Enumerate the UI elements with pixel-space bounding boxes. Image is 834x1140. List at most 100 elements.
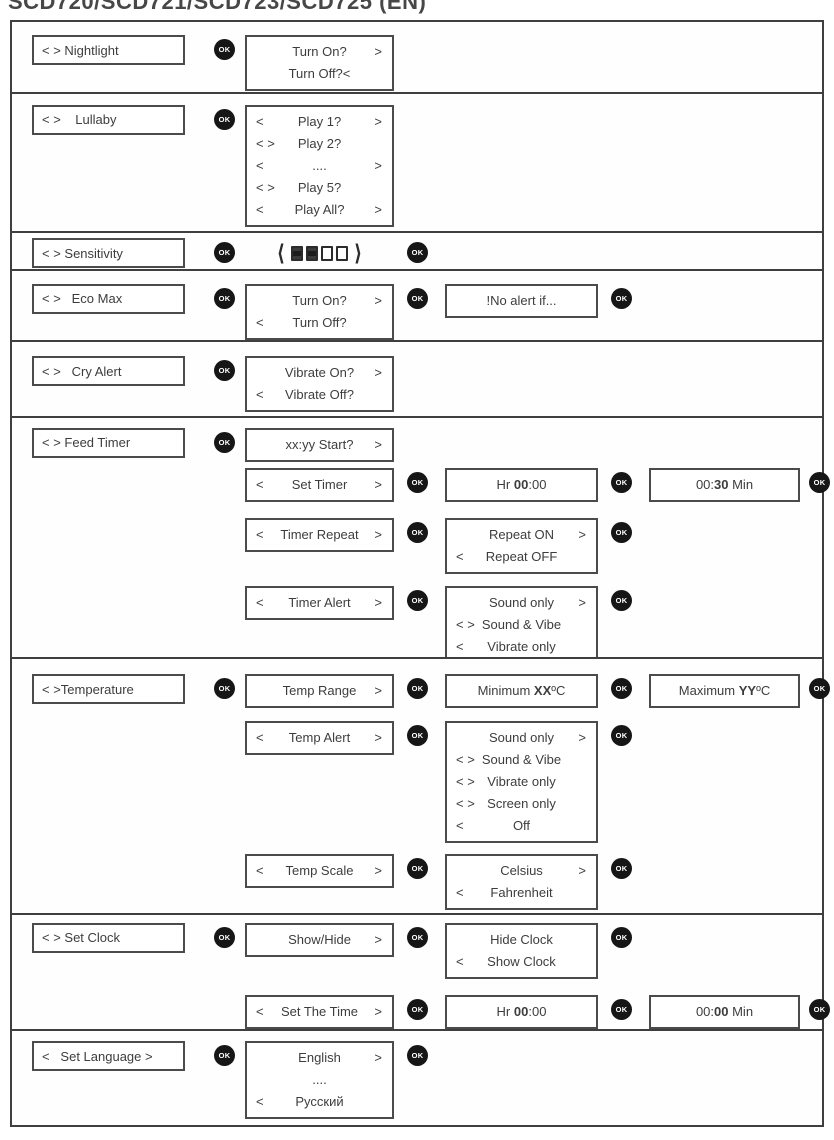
option-line: 00:00 Min	[651, 1001, 798, 1023]
left-arrow-marker: < >	[256, 135, 275, 151]
right-arrow-marker: >	[374, 1050, 382, 1065]
option-line: <Play All?>	[247, 199, 392, 221]
left-arrow-marker: <	[456, 953, 464, 969]
option-label-part: Maximum	[678, 683, 739, 698]
option-label: Turn On?	[292, 44, 347, 59]
ok-button: OK	[407, 1045, 428, 1066]
ok-button: OK	[809, 471, 830, 493]
option-line: < > Sound & Vibe	[447, 749, 596, 771]
options-box: Repeat ON><Repeat OFF	[445, 517, 598, 574]
left-arrow-marker: <	[256, 730, 264, 745]
option-label: !No alert if...	[486, 292, 557, 308]
option-line: Sound only>	[447, 727, 596, 749]
option-label-part: Minimum	[477, 683, 534, 698]
menu-box-set-clock: < > Set Clock	[32, 922, 185, 953]
ok-button: OK	[809, 678, 830, 699]
menu-box-cry-alert: < > Cry Alert	[32, 356, 185, 386]
level-block-empty-icon	[336, 245, 348, 261]
option-label-part: 00	[714, 1003, 729, 1019]
options-box: <Temp Alert>	[245, 721, 394, 755]
options-box: !No alert if...	[445, 283, 598, 318]
ok-button: OK	[611, 725, 632, 746]
option-line: < >Screen only	[447, 793, 596, 815]
option-line: <Temp Alert>	[247, 727, 392, 749]
option-label: Vibrate Off?	[285, 387, 354, 402]
option-line: Turn Off?<	[247, 63, 392, 85]
option-line: Turn On?>	[247, 41, 392, 63]
option-label: ....	[312, 1072, 327, 1087]
ok-button: OK	[611, 471, 632, 493]
option-label-part: Min	[728, 1003, 754, 1019]
level-block-filled-icon	[306, 245, 318, 261]
options-box: Turn On?><Turn Off?	[245, 283, 394, 340]
option-label: Repeat ON	[488, 526, 555, 542]
ok-button: OK	[611, 287, 632, 309]
options-box: Vibrate On?><Vibrate Off?	[245, 356, 394, 412]
option-line: English >	[247, 1047, 392, 1069]
option-line: Minimum XXºC	[447, 680, 596, 702]
option-label: Show Clock	[487, 953, 556, 969]
ok-button: OK	[214, 1045, 235, 1066]
options-box: 00:30 Min	[649, 467, 800, 502]
option-label: Turn On?	[292, 292, 347, 308]
angle-left-icon: ⟨	[276, 239, 285, 267]
page-title-clip: SCD720/SCD721/SCD723/SCD725 (EN)	[8, 0, 834, 20]
ok-button: OK	[407, 521, 428, 543]
option-label: Timer Repeat	[280, 526, 359, 542]
left-arrow-marker: <	[456, 638, 464, 654]
option-line: Hr 00:00	[447, 1001, 596, 1023]
left-arrow-marker: <	[256, 594, 264, 610]
ok-button: OK	[611, 521, 632, 543]
options-box: <Set Timer>	[245, 467, 394, 502]
option-label: English	[298, 1050, 341, 1065]
option-label: Play All?	[294, 201, 345, 217]
right-arrow-marker: >	[374, 526, 382, 542]
options-box: English>....<Русский	[245, 1041, 394, 1119]
ok-button: OK	[407, 926, 428, 948]
left-arrow-marker: <	[456, 548, 464, 564]
left-arrow-marker: < >	[256, 179, 275, 195]
right-arrow-marker: >	[374, 476, 382, 492]
right-arrow-marker: >	[374, 157, 382, 173]
option-label: Sound only	[488, 730, 555, 745]
right-arrow-marker: >	[374, 292, 382, 308]
left-arrow-marker: < >	[456, 616, 475, 632]
left-arrow-marker: <	[256, 526, 264, 542]
options-box: Minimum XXºC	[445, 674, 598, 708]
left-arrow-marker: <	[256, 1094, 264, 1109]
menu-box-feed-timer: < > Feed Timer	[32, 427, 185, 458]
options-box: xx:yy Start?>	[245, 427, 394, 462]
option-label-part: 00:	[695, 1003, 715, 1019]
options-box: 00:00 Min	[649, 994, 800, 1029]
right-arrow-marker: >	[374, 1003, 382, 1019]
option-label-part: ºC	[756, 683, 771, 698]
ok-button: OK	[214, 360, 235, 381]
left-arrow-marker: <	[256, 201, 264, 217]
option-label-part: XX	[533, 683, 552, 698]
option-label: Timer Alert	[288, 594, 351, 610]
option-label: Sound & Vibe	[481, 752, 562, 767]
option-label-part: 00	[513, 1003, 529, 1019]
option-label: Temp Scale	[285, 863, 354, 878]
left-arrow-marker: < >	[456, 774, 475, 789]
option-label: Sound only	[488, 594, 555, 610]
page-title: SCD720/SCD721/SCD723/SCD725 (EN)	[8, 0, 427, 14]
left-arrow-marker: < >	[456, 752, 475, 767]
left-arrow-marker: <	[256, 387, 264, 402]
ok-button: OK	[214, 678, 235, 699]
options-box: Sound only>< >Sound & Vibe< >Vibrate onl…	[445, 721, 598, 843]
option-line: Turn On? >	[247, 290, 392, 312]
option-line: Hr 00:00	[447, 474, 596, 496]
option-line: < >Play 2?	[247, 133, 392, 155]
option-label: Screen only	[487, 796, 556, 811]
ok-button: OK	[809, 998, 830, 1020]
option-line: < Show Clock	[447, 951, 596, 973]
left-arrow-marker: <	[256, 157, 264, 173]
left-arrow-marker: <	[256, 1003, 264, 1019]
option-line: Show/Hide>	[247, 929, 392, 951]
left-arrow-marker: <	[256, 863, 264, 878]
option-line: <Off	[447, 815, 596, 837]
